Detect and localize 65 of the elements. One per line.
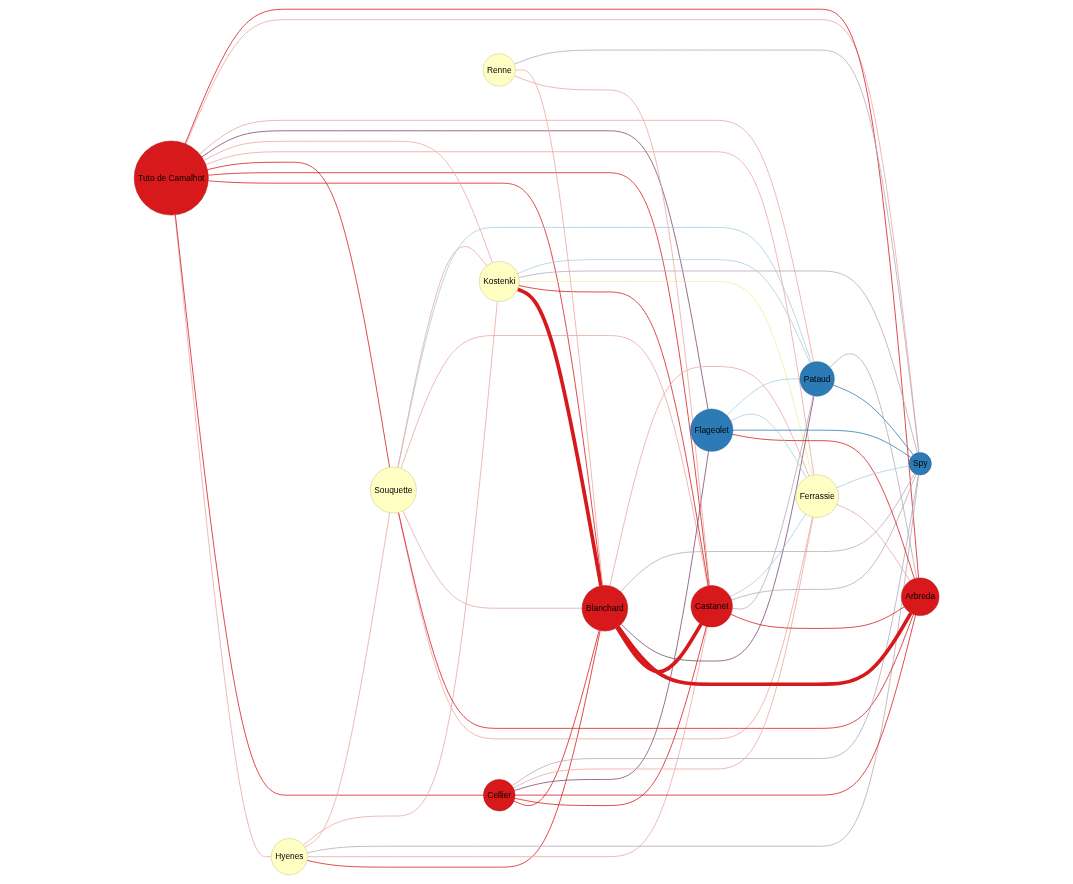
connector	[832, 384, 914, 456]
node-circle: Arbreda	[901, 577, 940, 616]
connector	[730, 473, 917, 601]
connector	[836, 504, 911, 582]
connector	[620, 473, 915, 593]
node-circle: Flageolet	[690, 408, 733, 452]
connector	[306, 626, 708, 858]
connector	[513, 75, 710, 587]
connector	[306, 474, 920, 854]
connector	[517, 259, 811, 364]
connector	[726, 378, 801, 416]
connector	[306, 630, 601, 868]
connector	[514, 625, 707, 806]
connector	[730, 413, 807, 478]
connector	[304, 512, 390, 848]
connector	[397, 512, 813, 740]
node-circle: Spy	[908, 452, 932, 476]
connector	[513, 629, 600, 806]
connector	[730, 606, 905, 629]
connector	[397, 227, 812, 468]
connector	[201, 130, 709, 410]
connector	[207, 180, 603, 586]
connector	[402, 510, 583, 609]
connector	[513, 450, 709, 791]
connector	[731, 395, 814, 610]
connector	[302, 301, 498, 846]
node-circle: Renne	[482, 53, 516, 87]
connector	[515, 69, 603, 586]
connector	[516, 287, 603, 587]
node-circle: Ferrassie	[795, 474, 839, 518]
node-circle: Tuto de Camalhot	[133, 140, 209, 216]
node-circle: Cellier	[483, 779, 516, 812]
connector	[174, 214, 484, 796]
connector	[829, 353, 917, 579]
connector	[836, 465, 910, 489]
connector	[205, 151, 815, 476]
node-circle: Castanet	[690, 585, 733, 628]
connector	[609, 366, 810, 587]
connector	[184, 8, 919, 579]
connector	[518, 270, 918, 454]
node-circle: Kostenki	[478, 261, 520, 302]
connector	[513, 49, 920, 454]
connector	[731, 433, 915, 580]
connector	[206, 161, 390, 468]
connector	[199, 119, 814, 363]
node-circle: Blanchard	[581, 585, 628, 632]
connector	[615, 623, 703, 674]
connector	[185, 19, 920, 454]
connector	[174, 214, 272, 858]
connector	[729, 513, 806, 598]
connector	[518, 285, 709, 587]
node-circle: Hyenes	[270, 838, 308, 876]
connector	[616, 612, 913, 687]
connector	[203, 140, 493, 264]
node-circle: Pataud	[799, 361, 835, 397]
connector	[397, 512, 914, 729]
connector	[397, 246, 488, 468]
connector	[732, 429, 912, 458]
connector	[207, 172, 710, 587]
connector	[518, 281, 813, 476]
node-circle: Souquette	[369, 466, 417, 514]
connector	[512, 516, 814, 789]
connector	[511, 474, 919, 787]
connector	[620, 395, 815, 662]
connector	[514, 614, 916, 796]
